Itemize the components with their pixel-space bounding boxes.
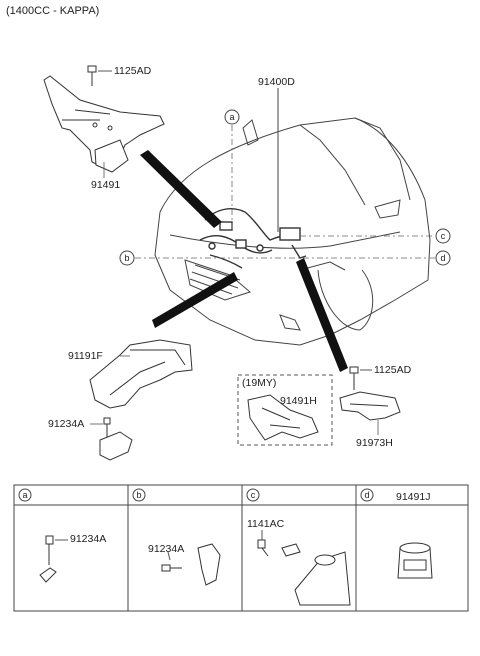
table-letter-d: d [364, 490, 369, 500]
cell-d-grommet [397, 542, 433, 579]
module-91973h [339, 391, 401, 421]
label-module-right: 91973H [356, 437, 393, 449]
callout-circles [119, 109, 451, 266]
duct-91191f [89, 339, 193, 409]
label-clip-left: 91234A [48, 418, 85, 430]
leader-lines [140, 150, 348, 372]
cell-c-clip [257, 530, 351, 606]
diagram-title: (1400CC - KAPPA) [6, 5, 100, 17]
clip-91234a [99, 417, 133, 461]
callout-a: a [229, 112, 234, 122]
table-letter-c: c [251, 490, 256, 500]
callout-b: b [124, 253, 129, 263]
cell-c-part-label: 1141AC [247, 518, 285, 530]
bracket-91491 [43, 75, 165, 173]
label-main-harness: 91400D [258, 76, 295, 88]
label-bolt-right: 1125AD [374, 364, 412, 376]
callout-lines [135, 125, 435, 259]
engine-harness [199, 208, 307, 269]
table-letter-b: b [136, 490, 141, 500]
table-letter-a: a [22, 490, 27, 500]
variant-box [237, 374, 333, 446]
callout-c: c [441, 231, 446, 241]
harness-91491h [247, 394, 319, 441]
bolt-right [349, 366, 372, 390]
cell-a-part-label: 91234A [70, 533, 107, 545]
detail-table [13, 484, 469, 612]
bolt-top [87, 65, 112, 86]
callout-d: d [440, 253, 445, 263]
label-bracket-top: 91491 [91, 179, 121, 191]
cell-b-clip [161, 543, 221, 586]
label-variant: (19MY) [242, 377, 277, 389]
table-letter-circles [18, 488, 374, 502]
cell-d-title: 91491J [396, 491, 431, 503]
label-bolt-top: 1125AD [114, 65, 152, 77]
label-harness-19my: 91491H [280, 395, 317, 407]
cell-b-part-label: 91234A [148, 543, 185, 555]
label-duct: 91191F [68, 350, 103, 362]
car-outline [154, 117, 431, 346]
cell-a-clip [39, 535, 68, 583]
